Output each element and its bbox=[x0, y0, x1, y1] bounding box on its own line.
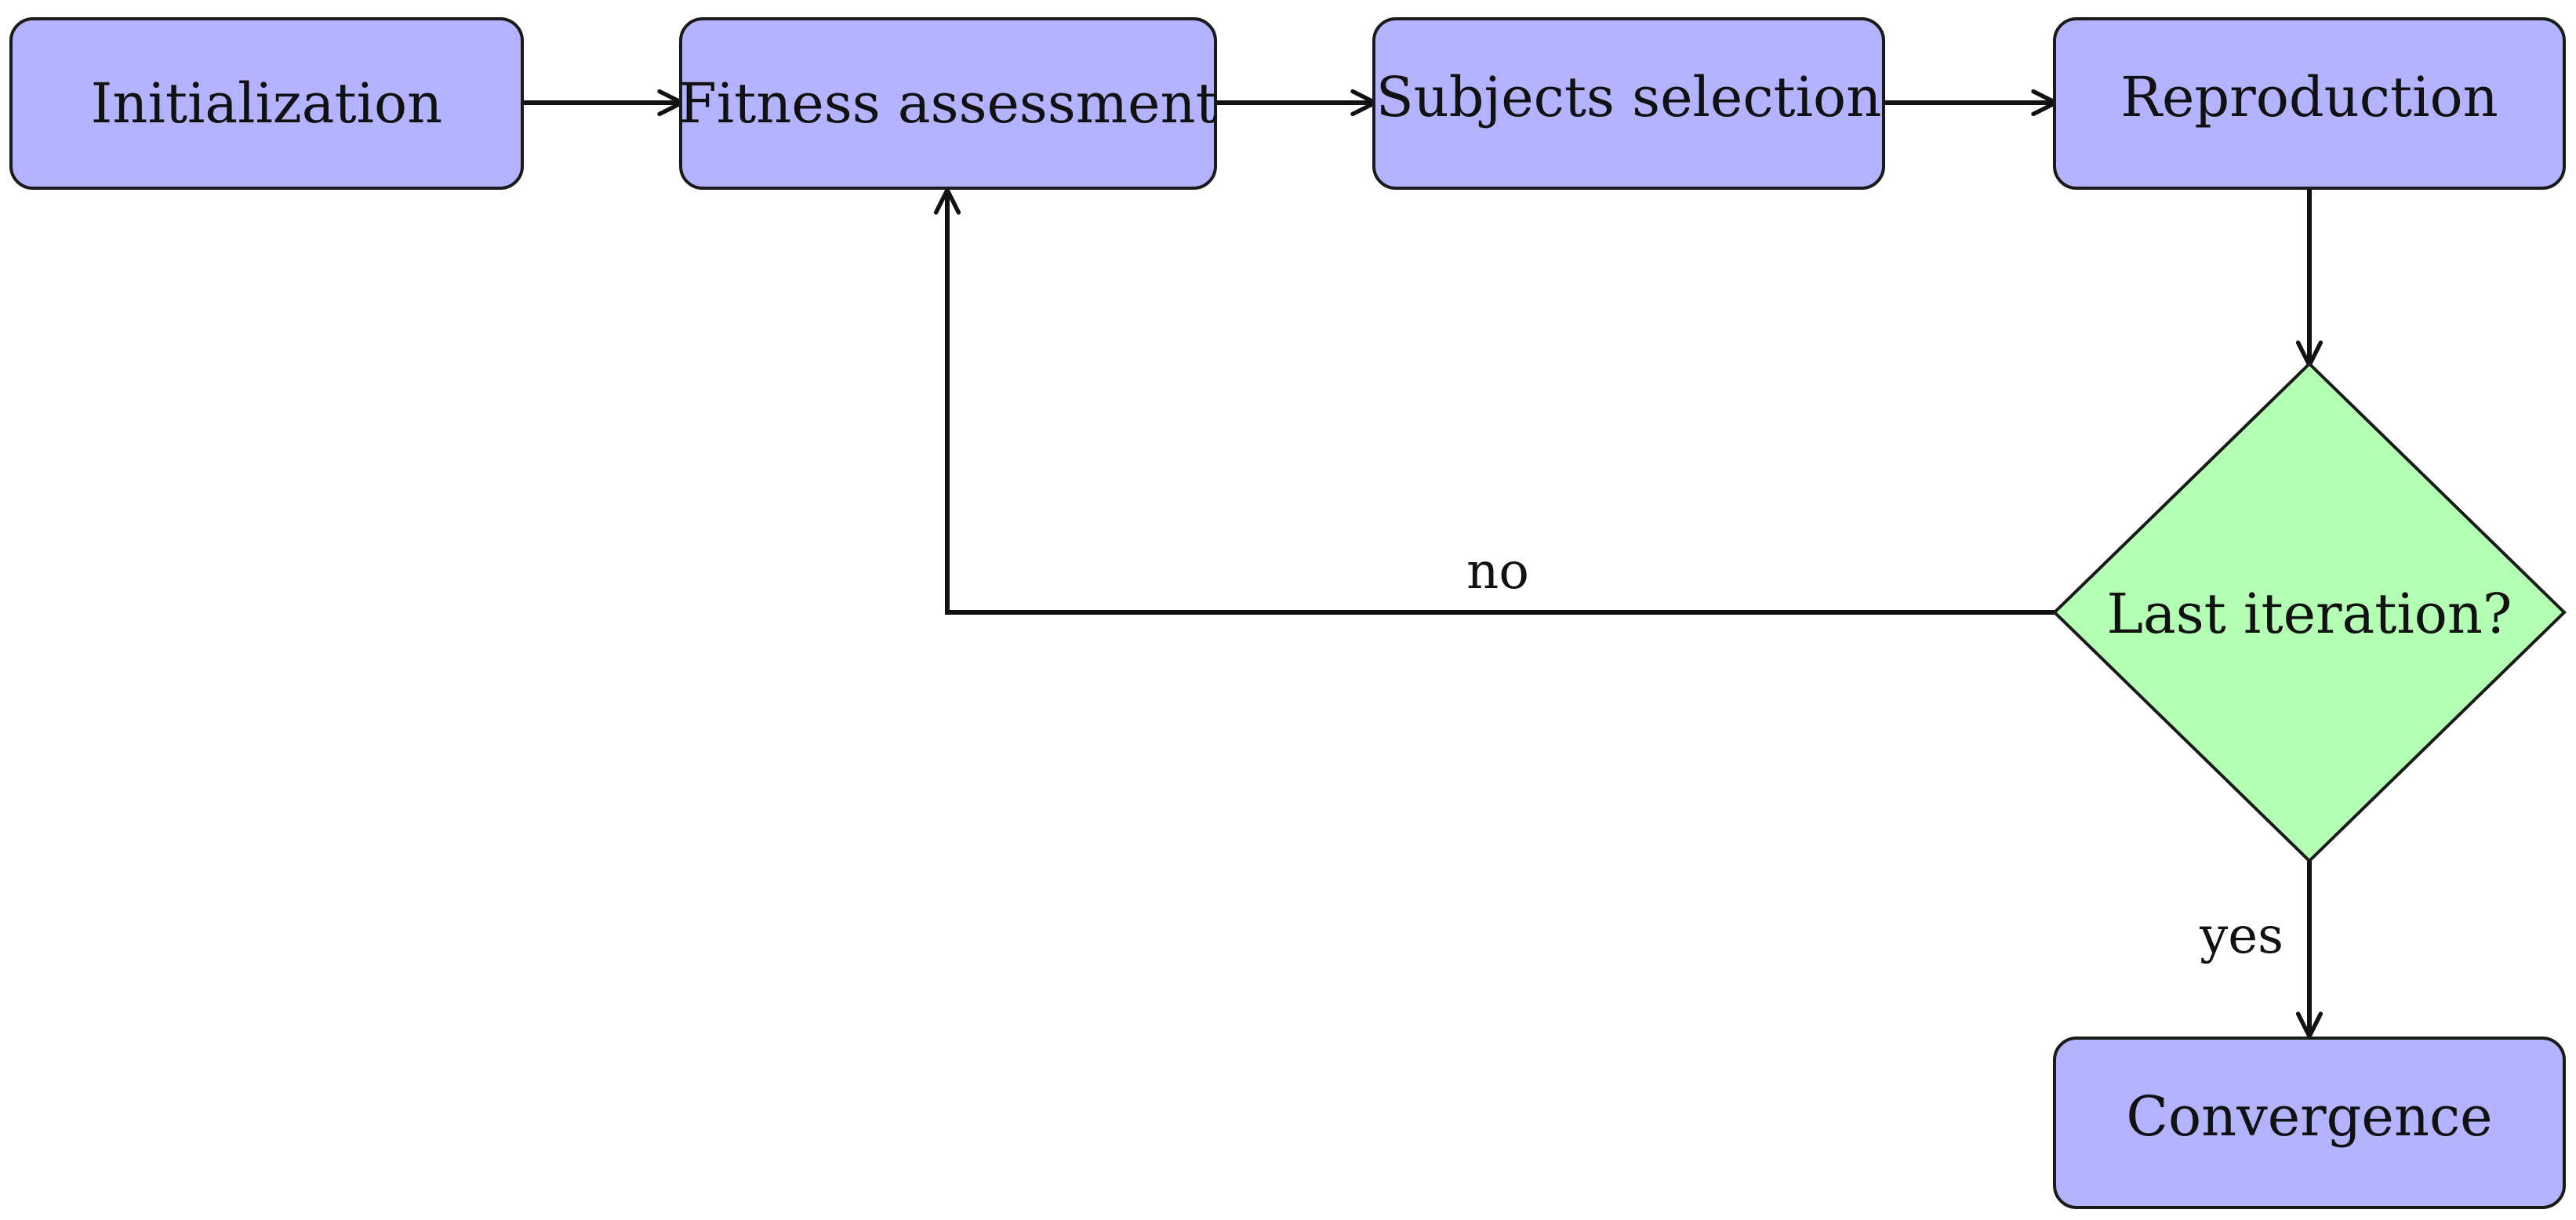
node-convergence-label: Convergence bbox=[2126, 1084, 2492, 1149]
edge-decision-to-convergence: yes bbox=[2199, 861, 2323, 1039]
node-subjects-selection: Subjects selection bbox=[1372, 17, 1885, 190]
node-reproduction-label: Reproduction bbox=[2120, 65, 2498, 129]
edge-label-no: no bbox=[1466, 543, 1529, 601]
node-fitness-assessment: Fitness assessment bbox=[678, 17, 1218, 190]
node-last-iteration-decision: Last iteration? bbox=[2052, 361, 2567, 863]
node-initialization-label: Initialization bbox=[91, 71, 443, 136]
edge-label-yes: yes bbox=[2199, 907, 2284, 965]
node-reproduction: Reproduction bbox=[2053, 17, 2566, 190]
node-initialization: Initialization bbox=[9, 17, 524, 190]
edge-decision-to-fitness: no bbox=[933, 187, 2055, 615]
node-convergence: Convergence bbox=[2053, 1037, 2566, 1209]
node-last-iteration-label: Last iteration? bbox=[2107, 582, 2512, 646]
node-subjects-selection-label: Subjects selection bbox=[1376, 65, 1882, 129]
node-fitness-assessment-label: Fitness assessment bbox=[678, 71, 1218, 136]
